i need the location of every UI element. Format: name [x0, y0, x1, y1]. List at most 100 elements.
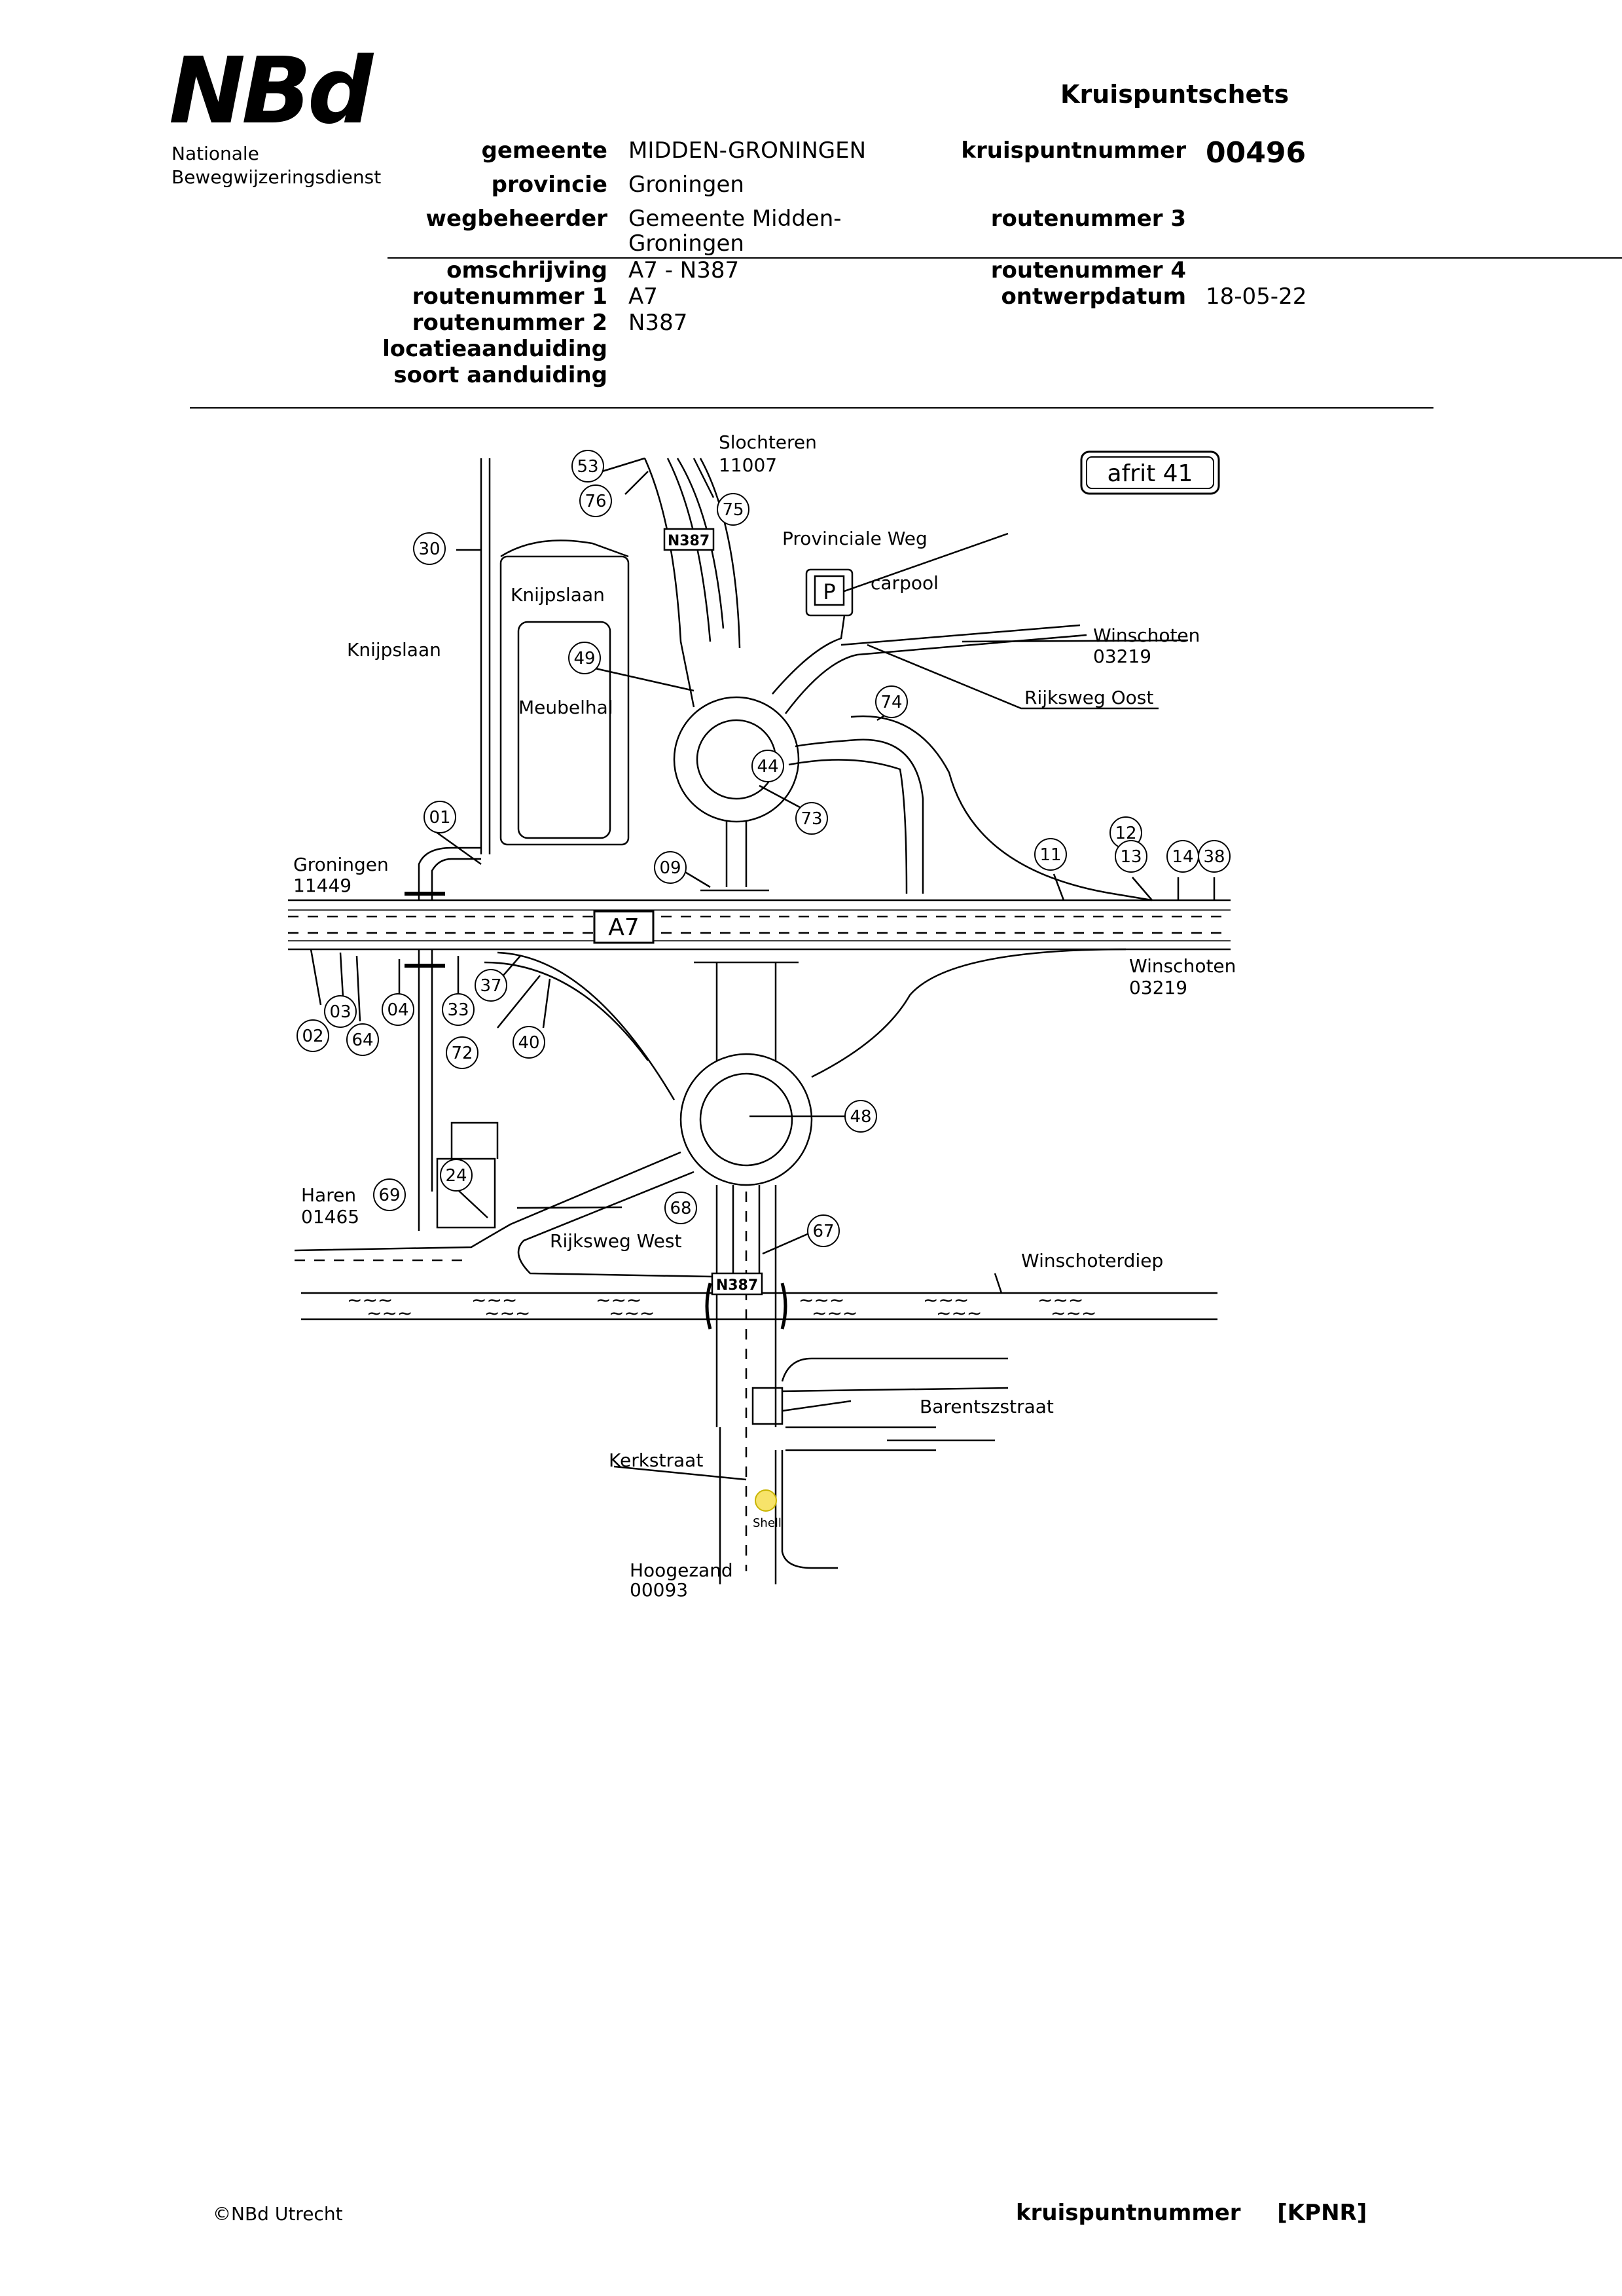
sign-circle: [324, 995, 357, 1028]
label-haren: Haren: [301, 1184, 356, 1206]
label-slochteren: Slochteren: [719, 431, 817, 453]
svg-text:N387: N387: [668, 533, 710, 549]
label-carpool: carpool: [871, 572, 939, 594]
sign-number: 72: [451, 1044, 473, 1063]
sign-circle: [568, 642, 601, 674]
value-omschrijving: A7 - N387: [628, 257, 740, 283]
water-symbol: ~~~: [923, 1289, 969, 1311]
label-omschrijving: omschrijving: [446, 257, 607, 283]
footer-kp-label: kruispuntnummer [KPNR]: [1016, 2200, 1367, 2226]
water-symbol: ~~~: [1051, 1302, 1096, 1324]
logo-line-1: Nationale: [171, 143, 259, 164]
sign-number: 53: [577, 457, 598, 477]
label-winschoten-mid: Winschoten: [1129, 955, 1236, 977]
document-title: Kruispuntschets: [1060, 80, 1289, 109]
label-locatieaanduiding: locatieaanduiding: [382, 336, 607, 362]
sign-circle: [1198, 840, 1231, 873]
n387-shield-north: N387: [663, 528, 715, 551]
header-divider-top: [387, 257, 1622, 259]
sign-circle: [373, 1178, 406, 1211]
sign-number: 14: [1172, 847, 1193, 867]
sign-number: 37: [480, 976, 501, 996]
sign-circle: [1115, 840, 1147, 873]
svg-text:P: P: [823, 579, 835, 604]
sign-circle: [795, 802, 828, 835]
sign-circle: [751, 750, 784, 782]
sign-circle: [424, 801, 456, 833]
sign-number: 01: [429, 808, 450, 828]
water-symbol: ~~~: [609, 1302, 655, 1324]
parking-icon: P: [814, 575, 845, 606]
sign-circle: [1034, 838, 1067, 871]
label-routenummer-4: routenummer 4: [990, 257, 1186, 283]
label-kerkstraat: Kerkstraat: [609, 1449, 703, 1471]
sign-number: 02: [302, 1027, 323, 1046]
sign-number: 68: [670, 1199, 691, 1218]
value-gemeente: MIDDEN-GRONINGEN: [628, 137, 867, 164]
sign-number: 73: [801, 809, 822, 829]
water-symbol: ~~~: [367, 1302, 412, 1324]
value-ontwerpdatum: 18-05-22: [1206, 283, 1307, 310]
label-kruispuntnummer: kruispuntnummer: [961, 137, 1186, 164]
label-ontwerpdatum: ontwerpdatum: [1001, 283, 1186, 310]
sign-number: 40: [518, 1033, 539, 1053]
sign-circle: [513, 1026, 545, 1059]
sign-number: 38: [1203, 847, 1225, 867]
sign-circle: [475, 969, 507, 1002]
water-symbol: ~~~: [799, 1289, 844, 1311]
label-winschoten-mid-code: 03219: [1129, 977, 1187, 998]
label-groningen: Groningen: [293, 854, 389, 875]
sign-circle: [875, 685, 908, 718]
footer-kp-value: [KPNR]: [1277, 2200, 1367, 2226]
sign-circle: [807, 1214, 840, 1247]
label-hoogezand-code: 00093: [630, 1579, 688, 1601]
water-symbol: ~~~: [484, 1302, 530, 1324]
sign-number: 76: [585, 492, 606, 511]
exit-badge: afrit 41: [1080, 450, 1220, 495]
value-wegbeheerder-1: Gemeente Midden-: [628, 206, 842, 232]
nbd-logo: NBd: [169, 38, 373, 145]
sign-number: 67: [812, 1222, 834, 1241]
water-symbol: ~~~: [347, 1289, 393, 1311]
label-provincie: provincie: [491, 172, 607, 198]
label-routenummer-1: routenummer 1: [412, 283, 607, 310]
svg-text:A7: A7: [608, 914, 640, 941]
sign-number: 75: [722, 500, 744, 520]
sign-circle: [442, 993, 475, 1026]
label-winschoten-top-code: 03219: [1093, 646, 1151, 667]
footer-copyright: ©NBd Utrecht: [213, 2203, 343, 2225]
sign-number: 48: [850, 1107, 871, 1127]
sign-number: 24: [445, 1166, 467, 1186]
sign-circle: [579, 484, 612, 517]
sign-circle: [844, 1100, 877, 1133]
sign-number: 74: [880, 693, 902, 712]
a7-shield: A7: [593, 910, 655, 944]
label-winschoterdiep: Winschoterdiep: [1021, 1250, 1163, 1271]
label-knijpslaan-a: Knijpslaan: [511, 584, 605, 606]
sign-number: 69: [378, 1186, 400, 1205]
sign-number: 33: [447, 1000, 469, 1020]
svg-text:N387: N387: [716, 1277, 758, 1294]
n387-shield-south: N387: [711, 1272, 763, 1296]
label-rijksweg-oost: Rijksweg Oost: [1024, 687, 1153, 708]
sign-number: 04: [387, 1000, 408, 1020]
label-routenummer-3: routenummer 3: [990, 206, 1186, 232]
sign-number: 11: [1039, 845, 1061, 865]
label-wegbeheerder: wegbeheerder: [425, 206, 607, 232]
value-wegbeheerder-2: Groningen: [628, 230, 744, 257]
sign-circle: [446, 1036, 478, 1069]
water-symbol: ~~~: [1037, 1289, 1083, 1311]
label-hoogezand: Hoogezand: [630, 1559, 733, 1581]
label-groningen-code: 11449: [293, 875, 351, 896]
sign-circle: [664, 1192, 697, 1224]
label-provinciale-weg: Provinciale Weg: [782, 528, 928, 549]
label-barentszstraat: Barentszstraat: [920, 1396, 1054, 1417]
label-winschoten-top: Winschoten: [1093, 625, 1200, 646]
label-haren-code: 01465: [301, 1206, 359, 1228]
water-symbol: ~~~: [471, 1289, 517, 1311]
logo-line-2: Bewegwijzeringsdienst: [171, 166, 382, 188]
label-meubelhal: Meubelhal: [518, 697, 613, 718]
sign-number: 30: [418, 539, 440, 559]
shell-icon: [755, 1489, 777, 1512]
sign-number: 09: [659, 858, 681, 878]
